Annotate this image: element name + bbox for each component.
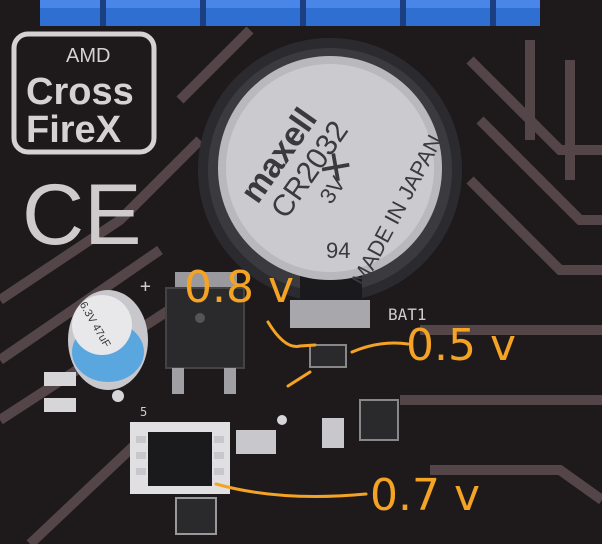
measurement-label-3: 0.7 v [370, 470, 480, 521]
plus-label: + [140, 276, 151, 297]
crossfirex-logo: AMD Cross FireX [11, 31, 157, 155]
mosfet [165, 272, 245, 394]
smd-components [44, 344, 399, 535]
ic-chip [130, 422, 230, 494]
coin-cell-battery: maxell CR2032 3V ✕ MADE IN JAPAN 94 [218, 56, 447, 290]
ce-mark: CE [22, 167, 141, 263]
pin-number-label: 5 [140, 405, 147, 419]
electrolytic-capacitor: 6.3V 47uF [68, 290, 148, 390]
logo-brand-small: AMD [66, 45, 110, 67]
measurement-annotations: 0.8 v 0.5 v 0.7 v [184, 262, 516, 521]
measurement-label-1: 0.8 v [184, 262, 294, 313]
battery-ref-label: BAT1 [388, 305, 427, 324]
measurement-label-2: 0.5 v [406, 320, 516, 371]
logo-line2: FireX [26, 109, 122, 151]
logo-line1: Cross [26, 71, 134, 113]
battery-code: 94 [326, 238, 350, 263]
pci-slot [40, 0, 540, 26]
